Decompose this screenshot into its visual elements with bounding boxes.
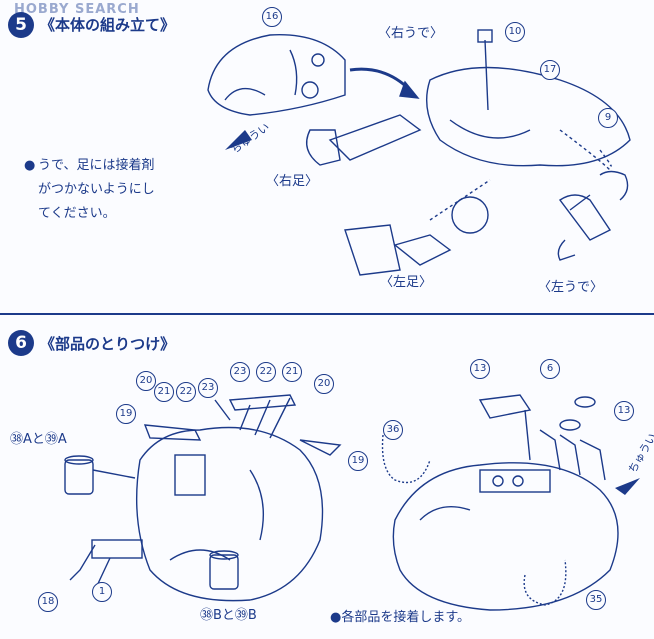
callout-36: 36 xyxy=(383,420,403,440)
callout-22b: 22 xyxy=(256,362,276,382)
right-leg-label: 〈右足〉 xyxy=(266,174,319,189)
callout-13a: 13 xyxy=(470,359,490,379)
callout-19a: 19 xyxy=(116,404,136,424)
callout-21a: 21 xyxy=(154,382,174,402)
step-5-marker: 5 xyxy=(8,12,34,38)
part-38b-39b-label: ㊳Bと㊴B xyxy=(200,608,257,623)
note-line-1: うで、足には接着剤 xyxy=(38,158,155,173)
callout-20a: 20 xyxy=(136,371,156,391)
callout-9: 9 xyxy=(598,108,618,128)
callout-23a: 23 xyxy=(198,378,218,398)
step-5-title: 《本体の組み立て》 xyxy=(40,16,176,34)
note-line-2: がつかないようにし xyxy=(38,182,155,197)
right-arm-label: 〈右うで〉 xyxy=(378,26,444,41)
callout-19b: 19 xyxy=(348,451,368,471)
watermark: HOBBY SEARCH xyxy=(14,2,140,17)
note-line-3: てください。 xyxy=(38,206,116,221)
callout-23b: 23 xyxy=(230,362,250,382)
callout-22a: 22 xyxy=(176,382,196,402)
callout-1: 1 xyxy=(92,582,112,602)
callout-6: 6 xyxy=(540,359,560,379)
callout-13b: 13 xyxy=(614,401,634,421)
callout-18: 18 xyxy=(38,592,58,612)
step-6-marker: 6 xyxy=(8,330,34,356)
callout-17: 17 xyxy=(540,60,560,80)
callout-21b: 21 xyxy=(282,362,302,382)
callout-35: 35 xyxy=(586,590,606,610)
glue-note: ●各部品を接着します。 xyxy=(330,610,471,625)
part-38a-39a-label: ㊳Aと㊴A xyxy=(10,432,67,447)
callout-20b: 20 xyxy=(314,374,334,394)
left-leg-label: 〈左足〉 xyxy=(380,275,433,290)
step-6-title: 《部品のとりつけ》 xyxy=(40,335,176,353)
callout-16: 16 xyxy=(262,7,282,27)
note-bullet: ● xyxy=(24,158,36,173)
section-divider xyxy=(0,313,654,315)
callout-10: 10 xyxy=(505,22,525,42)
left-arm-label: 〈左うで〉 xyxy=(538,280,604,295)
